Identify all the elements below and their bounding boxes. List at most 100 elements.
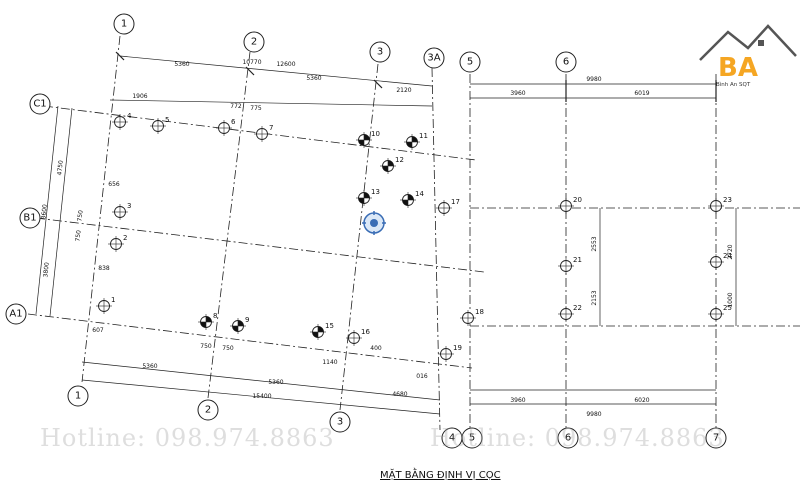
pile-14: 14: [400, 190, 424, 208]
grid-bubble-1-top: 1: [113, 13, 135, 35]
pile-23: 23: [708, 196, 732, 214]
dim-bottom-1: 5360: [142, 363, 157, 370]
pile-9: 9: [230, 316, 249, 334]
dim-bottom-9: 016: [416, 373, 428, 380]
pile-7: 7: [254, 124, 273, 142]
pile-label: 23: [723, 196, 732, 204]
dim-top-4: 5360: [306, 75, 321, 82]
bubble-label: C1: [33, 99, 46, 110]
left-grid: [27, 35, 485, 431]
grid-bubble-5-bottom: 5: [461, 427, 483, 449]
dim-left-2: 8600: [40, 204, 49, 220]
dim-bottom-3: 15400: [252, 393, 271, 400]
dim-left-6: 750: [76, 210, 84, 222]
dim-left-8: 607: [92, 327, 104, 334]
dim-top-6: 1906: [132, 93, 147, 100]
dim-left-5: 838: [98, 265, 110, 272]
watermark-left: Hotline: 098.974.8863: [40, 424, 335, 452]
right-grid: [469, 74, 800, 428]
pile-label: 8: [213, 312, 217, 320]
dim-right-top-2: 9980: [586, 76, 601, 83]
pile-1: 1: [96, 296, 115, 314]
pile-label: 13: [371, 188, 380, 196]
dim-bottom-2: 5360: [268, 379, 283, 386]
bubble-label: 6: [563, 57, 569, 68]
dim-left-3: 3800: [42, 262, 51, 278]
dim-left-4: 656: [108, 181, 120, 188]
bubble-label: 1: [121, 19, 127, 30]
bubble-label: B1: [23, 213, 36, 224]
dim-bottom-6: 750: [222, 345, 234, 352]
grid-bubble-5-top: 5: [459, 51, 481, 73]
dim-right-bottom-2: 9980: [586, 411, 601, 418]
bubble-label: 5: [469, 433, 475, 444]
pile-16: 16: [346, 328, 370, 346]
pile-label: 1: [111, 296, 115, 304]
dim-top-1: 5360: [174, 61, 189, 68]
pile-4: 4: [112, 112, 132, 130]
dim-right-bottom-1: 3960: [510, 397, 525, 404]
pile-12: 12: [380, 156, 404, 174]
grid-bubble-6-bottom: 6: [557, 427, 579, 449]
pile-label: 24: [723, 252, 732, 260]
pile-21: 21: [558, 256, 582, 274]
grid-bubble-3-top: 3: [369, 41, 391, 63]
pile-label: 9: [245, 316, 249, 324]
bubble-label: A1: [9, 309, 22, 320]
dim-right-inner-4: 1000: [727, 292, 734, 307]
pile-2: 2: [108, 234, 127, 252]
grid-bubble-c1: C1: [29, 93, 51, 115]
dim-right-inner-1: 2553: [591, 236, 598, 251]
grid-bubble-3a-top: 3A: [423, 47, 445, 69]
logo-icon: BA: [699, 24, 797, 83]
grid-bubble-1-bottom: 1: [67, 385, 89, 407]
pile-5: 5: [150, 116, 169, 134]
bubble-label: 4: [449, 433, 455, 444]
dim-top-5: 2120: [396, 87, 411, 94]
bubble-label: 3A: [427, 53, 440, 64]
watermark-right: Hotline: 098.974.8863: [430, 424, 725, 452]
pile-8: 8: [198, 312, 217, 330]
bubble-label: 2: [251, 37, 257, 48]
pile-label: 18: [475, 308, 484, 316]
pile-label: 20: [573, 196, 582, 204]
pile-24: 24: [708, 252, 732, 270]
pile-label: 16: [361, 328, 370, 336]
pile-18: 18: [460, 308, 484, 326]
dim-bottom-5: 750: [200, 343, 212, 350]
pile-13: 13: [356, 188, 380, 206]
pile-label: 4: [127, 112, 132, 120]
pile-17: 17: [436, 198, 460, 216]
dim-right-top-1: 3960: [510, 90, 525, 97]
pile-22: 22: [558, 304, 582, 322]
pile-label: 15: [325, 322, 334, 330]
bubble-label: 1: [75, 391, 81, 402]
bubble-label: 5: [467, 57, 473, 68]
pile-label: 25: [723, 304, 732, 312]
pile-label: 5: [165, 116, 169, 124]
dim-top-2: 10770: [242, 59, 261, 66]
pile-label: 3: [127, 202, 131, 210]
logo-mark: BA: [718, 53, 758, 83]
pile-3: 3: [112, 202, 131, 220]
dim-right-inner-2: 2153: [591, 290, 598, 305]
dim-right-bottom-3: 6020: [634, 397, 649, 404]
pile-11: 11: [404, 132, 428, 150]
pile-label: 17: [451, 198, 460, 206]
dim-bottom-4: 4680: [392, 391, 407, 398]
pile-label: 11: [419, 132, 428, 140]
dim-bottom-7: 1140: [322, 359, 337, 366]
bubble-label: 6: [565, 433, 571, 444]
pile-label: 2: [123, 234, 127, 242]
bubble-label: 3: [377, 47, 383, 58]
pile-25: 25: [708, 304, 732, 322]
grid-bubble-2-bottom: 2: [197, 399, 219, 421]
pile-label: 6: [231, 118, 236, 126]
pile-label: 21: [573, 256, 582, 264]
grid-bubble-3-bottom: 3: [329, 411, 351, 433]
dim-top-8: 775: [250, 105, 262, 112]
bubble-label: 3: [337, 417, 343, 428]
pile-label: 19: [453, 344, 462, 352]
